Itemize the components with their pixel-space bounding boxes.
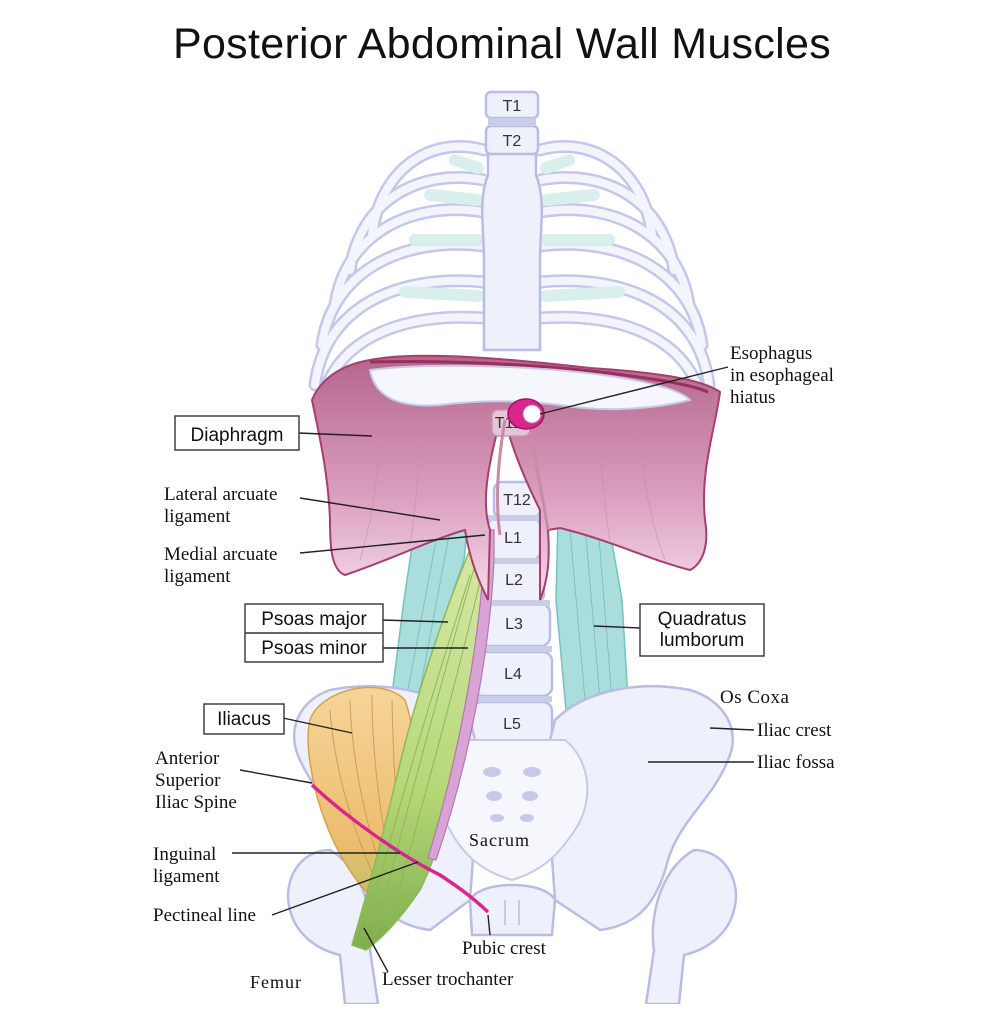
label-esophagus-2: in esophageal <box>730 365 834 386</box>
label-t1: T1 <box>503 98 522 115</box>
disc-t1-t2 <box>488 118 536 126</box>
esophagus <box>507 398 545 430</box>
label-l3: L3 <box>505 616 523 633</box>
label-pubic-crest: Pubic crest <box>462 938 547 959</box>
label-t12: T12 <box>503 492 531 509</box>
label-psoas-major: Psoas major <box>261 609 367 630</box>
label-quadratus-1: Quadratus <box>658 609 747 630</box>
thoracic-column <box>481 148 543 352</box>
label-inguinal-1: Inguinal <box>153 844 216 865</box>
label-esophagus-3: hiatus <box>730 387 775 408</box>
label-lesser-trochanter: Lesser trochanter <box>382 969 514 990</box>
label-quadratus-2: lumborum <box>660 630 744 651</box>
label-iliacus: Iliacus <box>217 709 271 730</box>
right-femur <box>644 848 738 1006</box>
label-psoas-minor: Psoas minor <box>261 638 367 659</box>
ribcage: T1 T2 <box>308 90 716 417</box>
label-asis-1: Anterior <box>155 748 220 769</box>
label-pectineal: Pectineal line <box>153 905 256 926</box>
label-l2: L2 <box>505 572 523 589</box>
central-tendon <box>368 364 692 411</box>
label-os-coxa: Os Coxa <box>720 687 790 708</box>
label-medial-arcuate-1: Medial arcuate <box>164 544 277 565</box>
lumbar-column: T12 L1 L2 L3 L4 L5 <box>470 480 554 748</box>
right-ilium <box>543 685 734 932</box>
label-asis-3: Iliac Spine <box>155 792 237 813</box>
labels: Diaphragm Esophagus in esophageal hiatus… <box>153 343 835 992</box>
label-l5: L5 <box>503 716 521 733</box>
leader-lines <box>232 366 755 973</box>
costal-cartilage <box>399 154 625 302</box>
label-boxes <box>174 415 765 735</box>
label-medial-arcuate-2: ligament <box>164 566 231 587</box>
label-asis-2: Superior <box>155 770 221 791</box>
ribs-right <box>533 140 716 417</box>
box-iliacus <box>203 703 285 735</box>
left-femur <box>286 848 380 1006</box>
box-quadratus <box>639 603 765 657</box>
label-sacrum: Sacrum <box>469 830 530 850</box>
label-lateral-arcuate-2: ligament <box>164 506 231 527</box>
pubic-symphysis <box>468 883 557 937</box>
quadratus-lumborum <box>389 519 629 712</box>
diaphragm-muscle: T11 <box>310 354 722 601</box>
label-iliac-fossa: Iliac fossa <box>757 752 835 773</box>
label-iliac-crest: Iliac crest <box>757 720 832 741</box>
box-diaphragm <box>174 415 300 451</box>
label-inguinal-2: ligament <box>153 866 220 887</box>
label-lateral-arcuate-1: Lateral arcuate <box>164 484 277 505</box>
label-diaphragm: Diaphragm <box>191 425 284 446</box>
label-t2: T2 <box>503 133 522 150</box>
label-l4: L4 <box>504 666 522 683</box>
label-l1: L1 <box>504 530 522 547</box>
inguinal-ligament-line <box>310 783 490 914</box>
page-title: Posterior Abdominal Wall Muscles <box>172 20 832 68</box>
sacral-foramina <box>483 767 541 822</box>
label-femur: Femur <box>250 972 302 992</box>
label-esophagus-1: Esophagus <box>730 343 812 364</box>
